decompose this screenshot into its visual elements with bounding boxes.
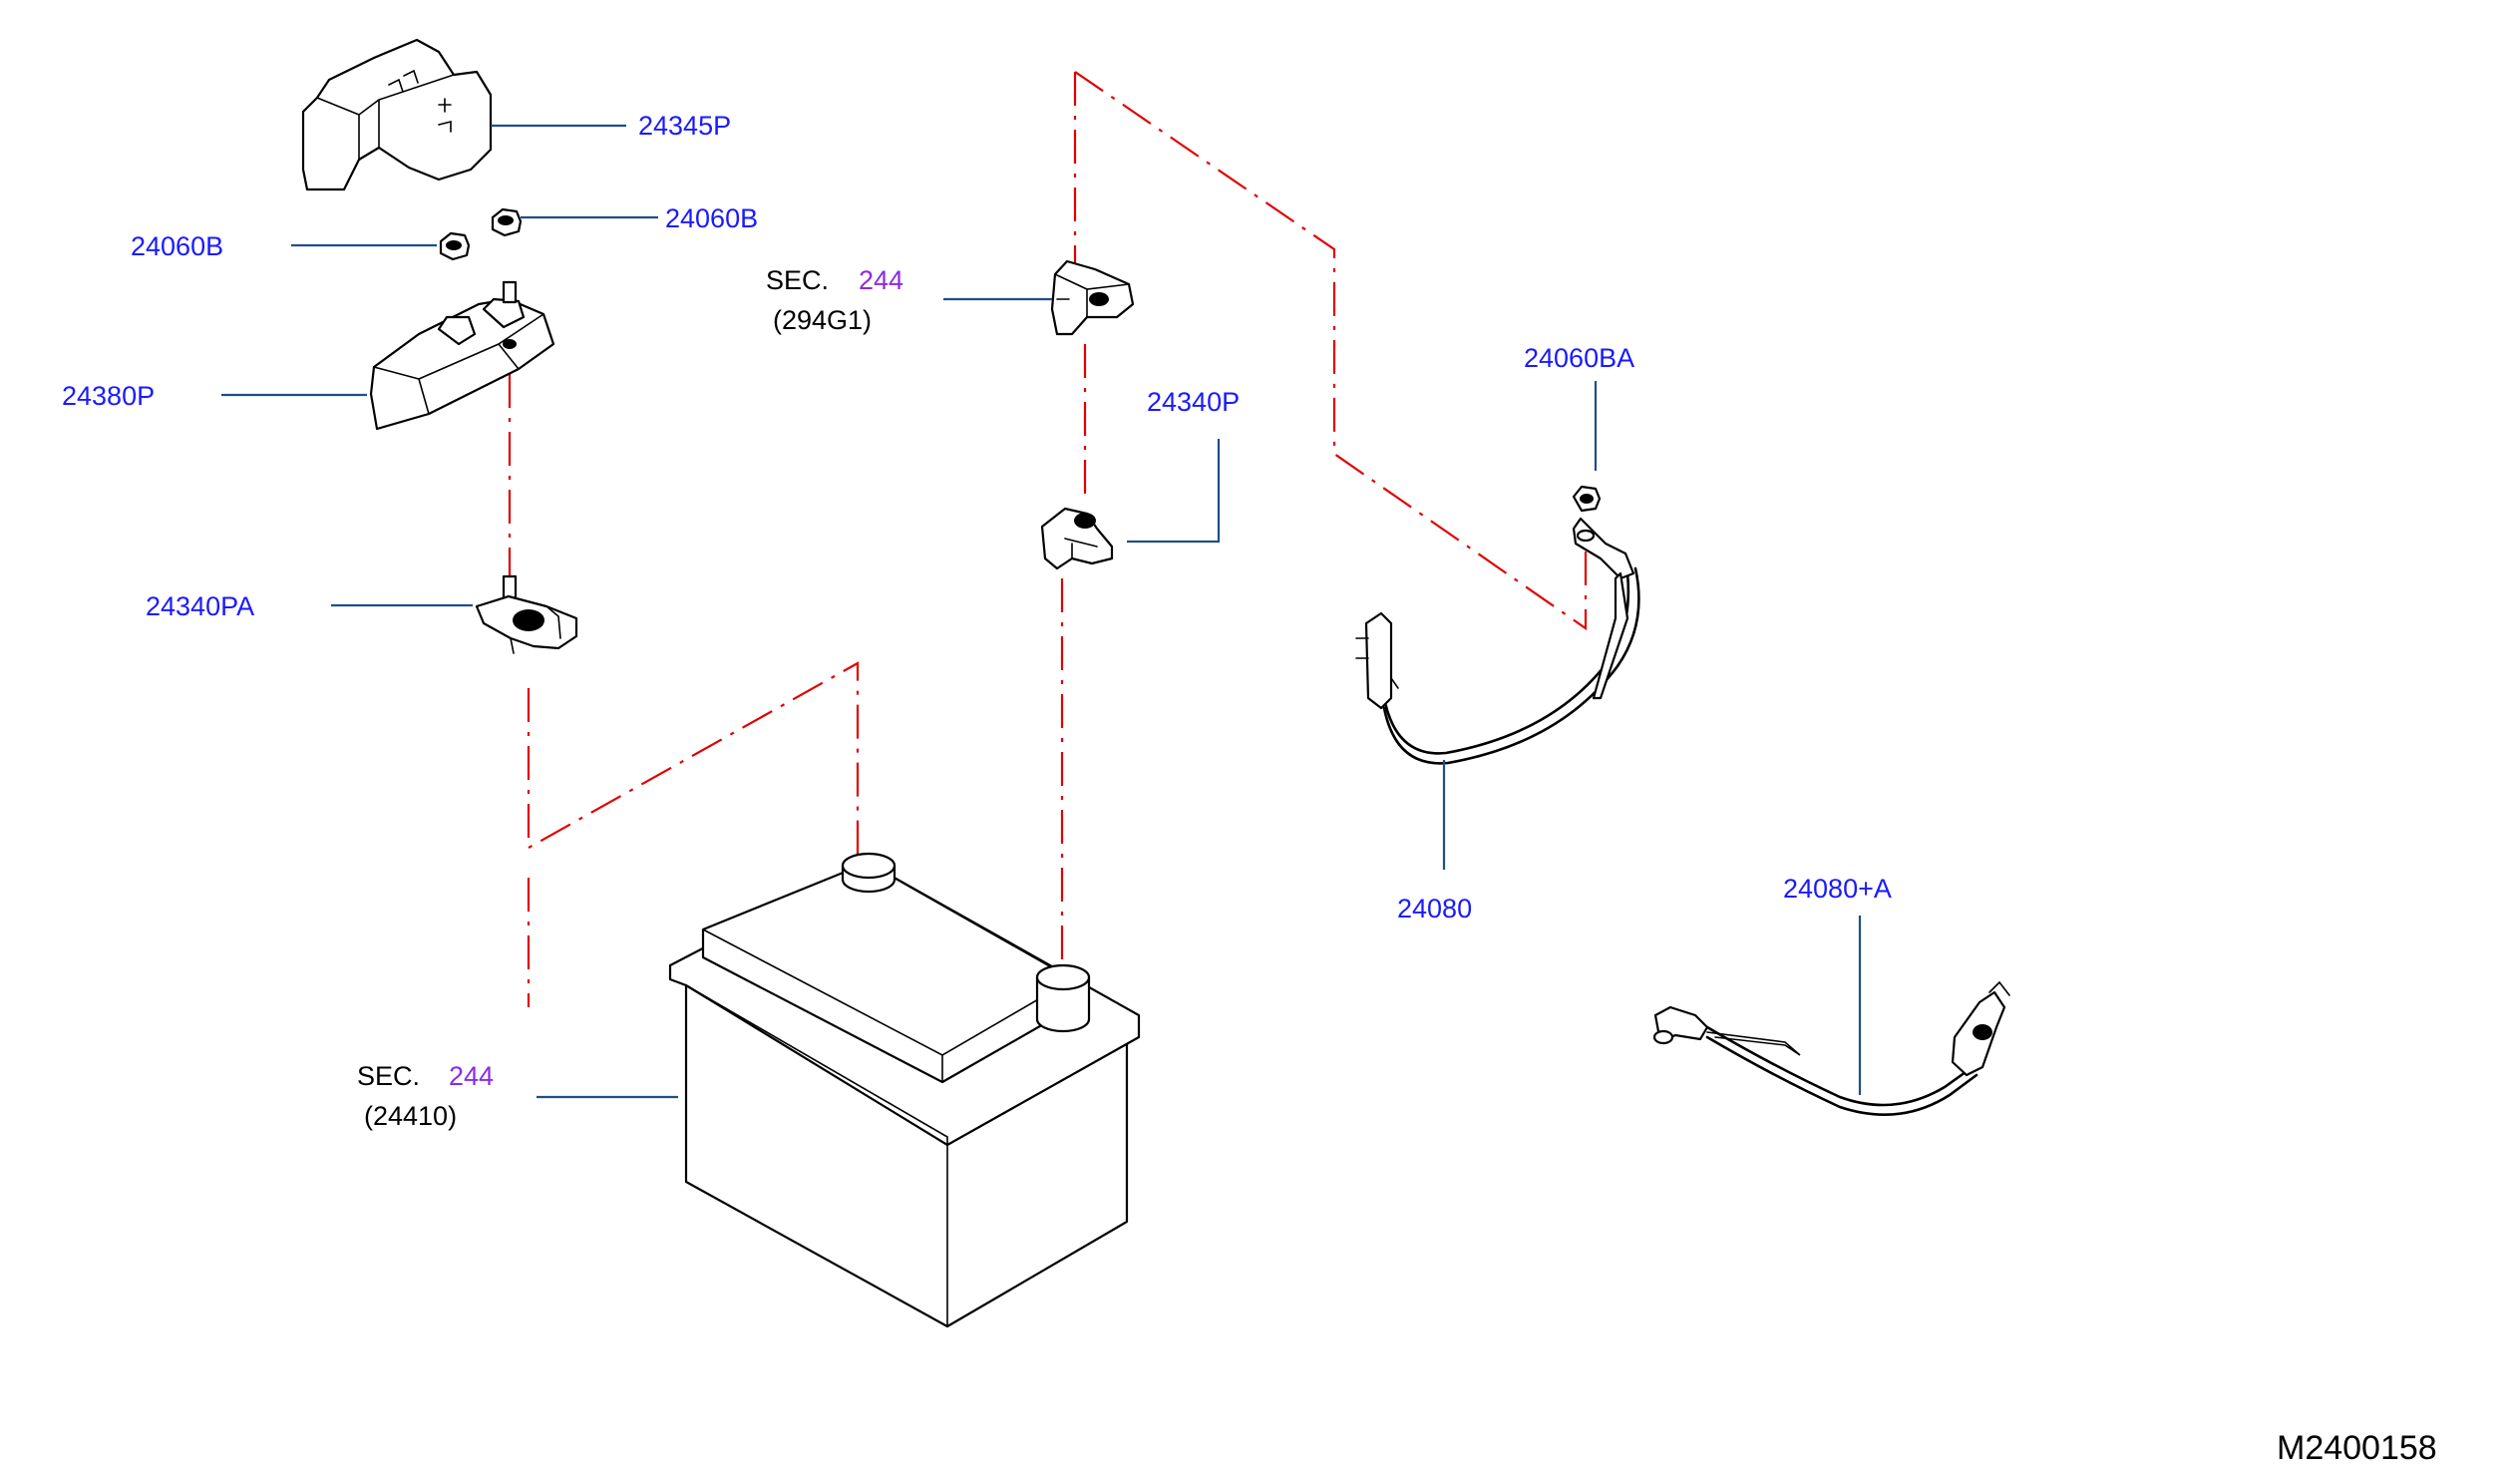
diagram-code: M2400158 bbox=[2277, 1429, 2437, 1467]
nut-right[interactable] bbox=[491, 207, 523, 237]
battery[interactable] bbox=[668, 852, 1141, 1328]
negative-terminal[interactable] bbox=[1040, 507, 1114, 570]
phantom-lines bbox=[508, 71, 1588, 1007]
phantom-line-sensor bbox=[1060, 72, 1087, 962]
battery-cable[interactable] bbox=[1355, 517, 1640, 765]
part-number-nut-left[interactable]: 24060B bbox=[131, 231, 223, 261]
section-prefix-sensor: SEC. bbox=[766, 265, 829, 295]
section-code-sensor: (294G1) bbox=[773, 305, 872, 335]
part-number-nut-right[interactable]: 24060B bbox=[665, 203, 758, 233]
cable-nut[interactable] bbox=[1572, 485, 1602, 513]
nut-left[interactable] bbox=[439, 231, 471, 261]
part-number-battery-cable-alt[interactable]: 24080+A bbox=[1783, 874, 1892, 904]
terminal-cover[interactable] bbox=[301, 38, 493, 191]
part-number-terminal-cover[interactable]: 24345P bbox=[638, 111, 731, 141]
positive-terminal[interactable] bbox=[475, 574, 578, 654]
section-number-sensor[interactable]: 244 bbox=[859, 265, 903, 295]
phantom-line-cable-route bbox=[1074, 71, 1588, 631]
part-number-negative-terminal[interactable]: 24340P bbox=[1147, 387, 1240, 417]
phantom-line-positive bbox=[508, 374, 531, 1007]
part-number-positive-terminal[interactable]: 24340PA bbox=[146, 591, 254, 621]
part-number-battery-cable[interactable]: 24080 bbox=[1397, 894, 1472, 924]
section-prefix-battery: SEC. bbox=[357, 1061, 420, 1091]
fusible-link-holder[interactable] bbox=[369, 280, 555, 431]
section-number-battery[interactable]: 244 bbox=[449, 1061, 494, 1091]
battery-cable-alt[interactable] bbox=[1652, 980, 2010, 1116]
phantom-line-positive-to-battery bbox=[527, 661, 860, 878]
battery-sensor[interactable] bbox=[1050, 259, 1135, 336]
leader-lines bbox=[221, 124, 1862, 1099]
leader-negative-terminal bbox=[1127, 439, 1221, 544]
part-number-cable-nut[interactable]: 24060BA bbox=[1524, 343, 1634, 373]
labels: 24345P 24060B 24060B 24380P 24340PA 2434… bbox=[62, 111, 2437, 1467]
part-number-fusible-link-holder[interactable]: 24380P bbox=[62, 381, 155, 411]
section-code-battery: (24410) bbox=[364, 1101, 457, 1131]
